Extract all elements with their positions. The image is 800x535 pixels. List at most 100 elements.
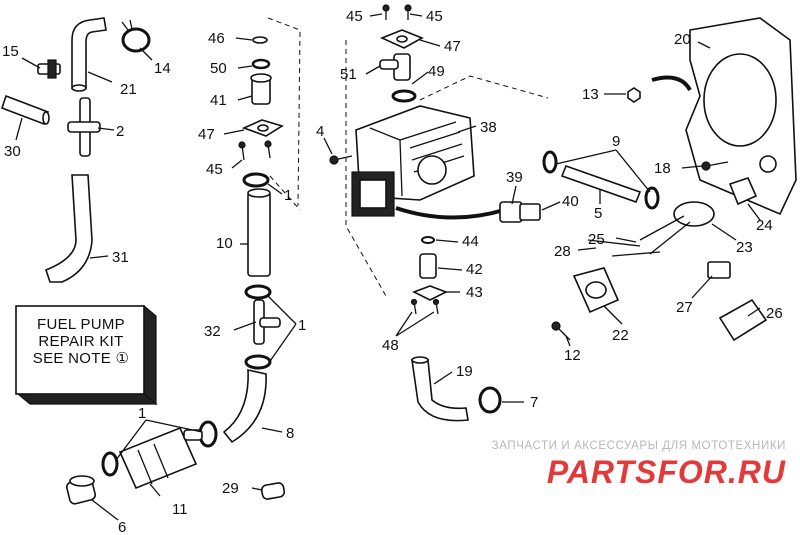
- callout-38: 38: [480, 119, 497, 136]
- part-24-grommet: [728, 177, 758, 206]
- part-1-clamp-mid: [244, 284, 272, 300]
- part-31-hose-bend: [45, 174, 93, 283]
- callout-5: 5: [594, 205, 602, 222]
- callout-8: 8: [286, 425, 294, 442]
- callout-31: 31: [112, 249, 129, 266]
- callout-42: 42: [466, 261, 483, 278]
- part-10-hose: [247, 188, 271, 277]
- callout-25: 25: [588, 231, 605, 248]
- callout-14: 14: [154, 60, 171, 77]
- part-38-fuel-pump: [351, 105, 475, 217]
- part-50-oring: [251, 58, 271, 70]
- callout-45-left: 45: [206, 161, 223, 178]
- part-21-hose-elbow: [71, 17, 107, 92]
- callout-40: 40: [562, 193, 579, 210]
- part-32-tee-fitting: [253, 299, 281, 345]
- watermark-tagline: ЗАПЧАСТИ И АКСЕССУАРЫ ДЛЯ МОТОТЕХНИКИ: [491, 440, 786, 452]
- part-19-hose: [411, 356, 469, 422]
- part-42-fitting: [419, 253, 437, 279]
- part-51-elbow-fitting: [379, 53, 411, 81]
- part-43-gasket: [412, 285, 448, 301]
- callout-labels: 15 14 21 2 30 31 46 50 41 47 45 1 10 32 …: [2, 8, 783, 535]
- part-4-screw: [329, 155, 353, 165]
- part-39-40-wiring: [395, 201, 541, 223]
- part-48-screws: [410, 298, 440, 315]
- callout-22: 22: [612, 327, 629, 344]
- watermark-logo: PARTSFOR.RU: [546, 454, 786, 490]
- callout-43: 43: [466, 284, 483, 301]
- repair-kit-box: [15, 304, 158, 406]
- part-49-oring: [391, 89, 417, 103]
- repair-kit-line-2: REPAIR KIT: [38, 333, 124, 350]
- repair-kit-label: FUEL PUMP REPAIR KIT SEE NOTE ①: [22, 316, 140, 367]
- part-11-fuel-filter: [118, 426, 203, 490]
- callout-44: 44: [462, 233, 479, 250]
- part-41-fitting: [250, 73, 272, 105]
- callout-51: 51: [340, 66, 357, 83]
- callout-45-top-left: 45: [346, 8, 363, 25]
- callout-12: 12: [564, 347, 581, 364]
- part-12-screw: [551, 321, 571, 341]
- callout-49: 49: [428, 63, 445, 80]
- callout-2: 2: [116, 123, 124, 140]
- callout-9: 9: [612, 133, 620, 150]
- repair-kit-line-1: FUEL PUMP: [37, 316, 125, 333]
- callout-21: 21: [120, 81, 137, 98]
- callout-47-left: 47: [198, 126, 215, 143]
- callout-6: 6: [118, 519, 126, 535]
- part-6-cap: [65, 475, 97, 505]
- part-9-clamps: [542, 150, 660, 210]
- callout-18: 18: [654, 160, 671, 177]
- callout-48: 48: [382, 337, 399, 354]
- part-1-clamp-filter-left: [101, 451, 119, 477]
- dashed-guides: [267, 17, 549, 297]
- callout-50: 50: [210, 60, 227, 77]
- part-15-fitting: [37, 59, 61, 79]
- callout-11: 11: [172, 501, 188, 518]
- part-22-mount: [572, 267, 620, 314]
- part-30-hose-straight: [0, 94, 50, 126]
- callout-46: 46: [208, 30, 225, 47]
- part-20-strap: [651, 75, 692, 92]
- part-26-connector: [718, 298, 768, 342]
- callout-24: 24: [756, 217, 773, 234]
- part-47-gasket-top: [379, 29, 424, 49]
- part-1-clamp-low: [244, 354, 272, 370]
- part-13-nut: [627, 87, 641, 103]
- callout-1-mid: 1: [298, 317, 306, 334]
- callout-39: 39: [506, 169, 523, 186]
- callout-20: 20: [674, 31, 691, 48]
- callout-19: 19: [456, 363, 473, 380]
- part-45-screws-left: [238, 140, 272, 161]
- callout-45-top-right: 45: [426, 8, 443, 25]
- callout-29: 29: [222, 480, 239, 497]
- part-8-hose-bend: [222, 368, 267, 444]
- part-29-cap: [260, 482, 286, 500]
- callout-10: 10: [216, 235, 233, 252]
- part-25-28-wires: [587, 239, 661, 257]
- part-44-oring: [421, 236, 435, 244]
- leader-lines: [15, 13, 761, 521]
- part-7-clamp: [478, 386, 502, 414]
- callout-27: 27: [676, 299, 693, 316]
- watermark: ЗАПЧАСТИ И АКСЕССУАРЫ ДЛЯ МОТОТЕХНИКИ PA…: [486, 440, 786, 491]
- callout-1-filter: 1: [138, 405, 146, 422]
- part-1-clamp-top: [242, 172, 270, 188]
- part-5-hose: [560, 164, 642, 204]
- callout-28: 28: [554, 243, 571, 260]
- callout-23: 23: [736, 239, 753, 256]
- part-47-gasket-left: [241, 119, 284, 137]
- callout-32: 32: [204, 323, 221, 340]
- callout-30: 30: [4, 143, 21, 160]
- callout-41: 41: [210, 92, 227, 109]
- part-27-connector: [707, 261, 731, 279]
- callout-4: 4: [316, 123, 324, 140]
- part-14-clamp: [121, 19, 151, 53]
- part-45-screws-top: [382, 4, 412, 20]
- callout-15: 15: [2, 43, 19, 60]
- repair-kit-line-3: SEE NOTE ①: [32, 350, 130, 367]
- part-46-cap: [252, 36, 268, 44]
- part-23-sender: [639, 201, 715, 255]
- callout-7: 7: [530, 394, 538, 411]
